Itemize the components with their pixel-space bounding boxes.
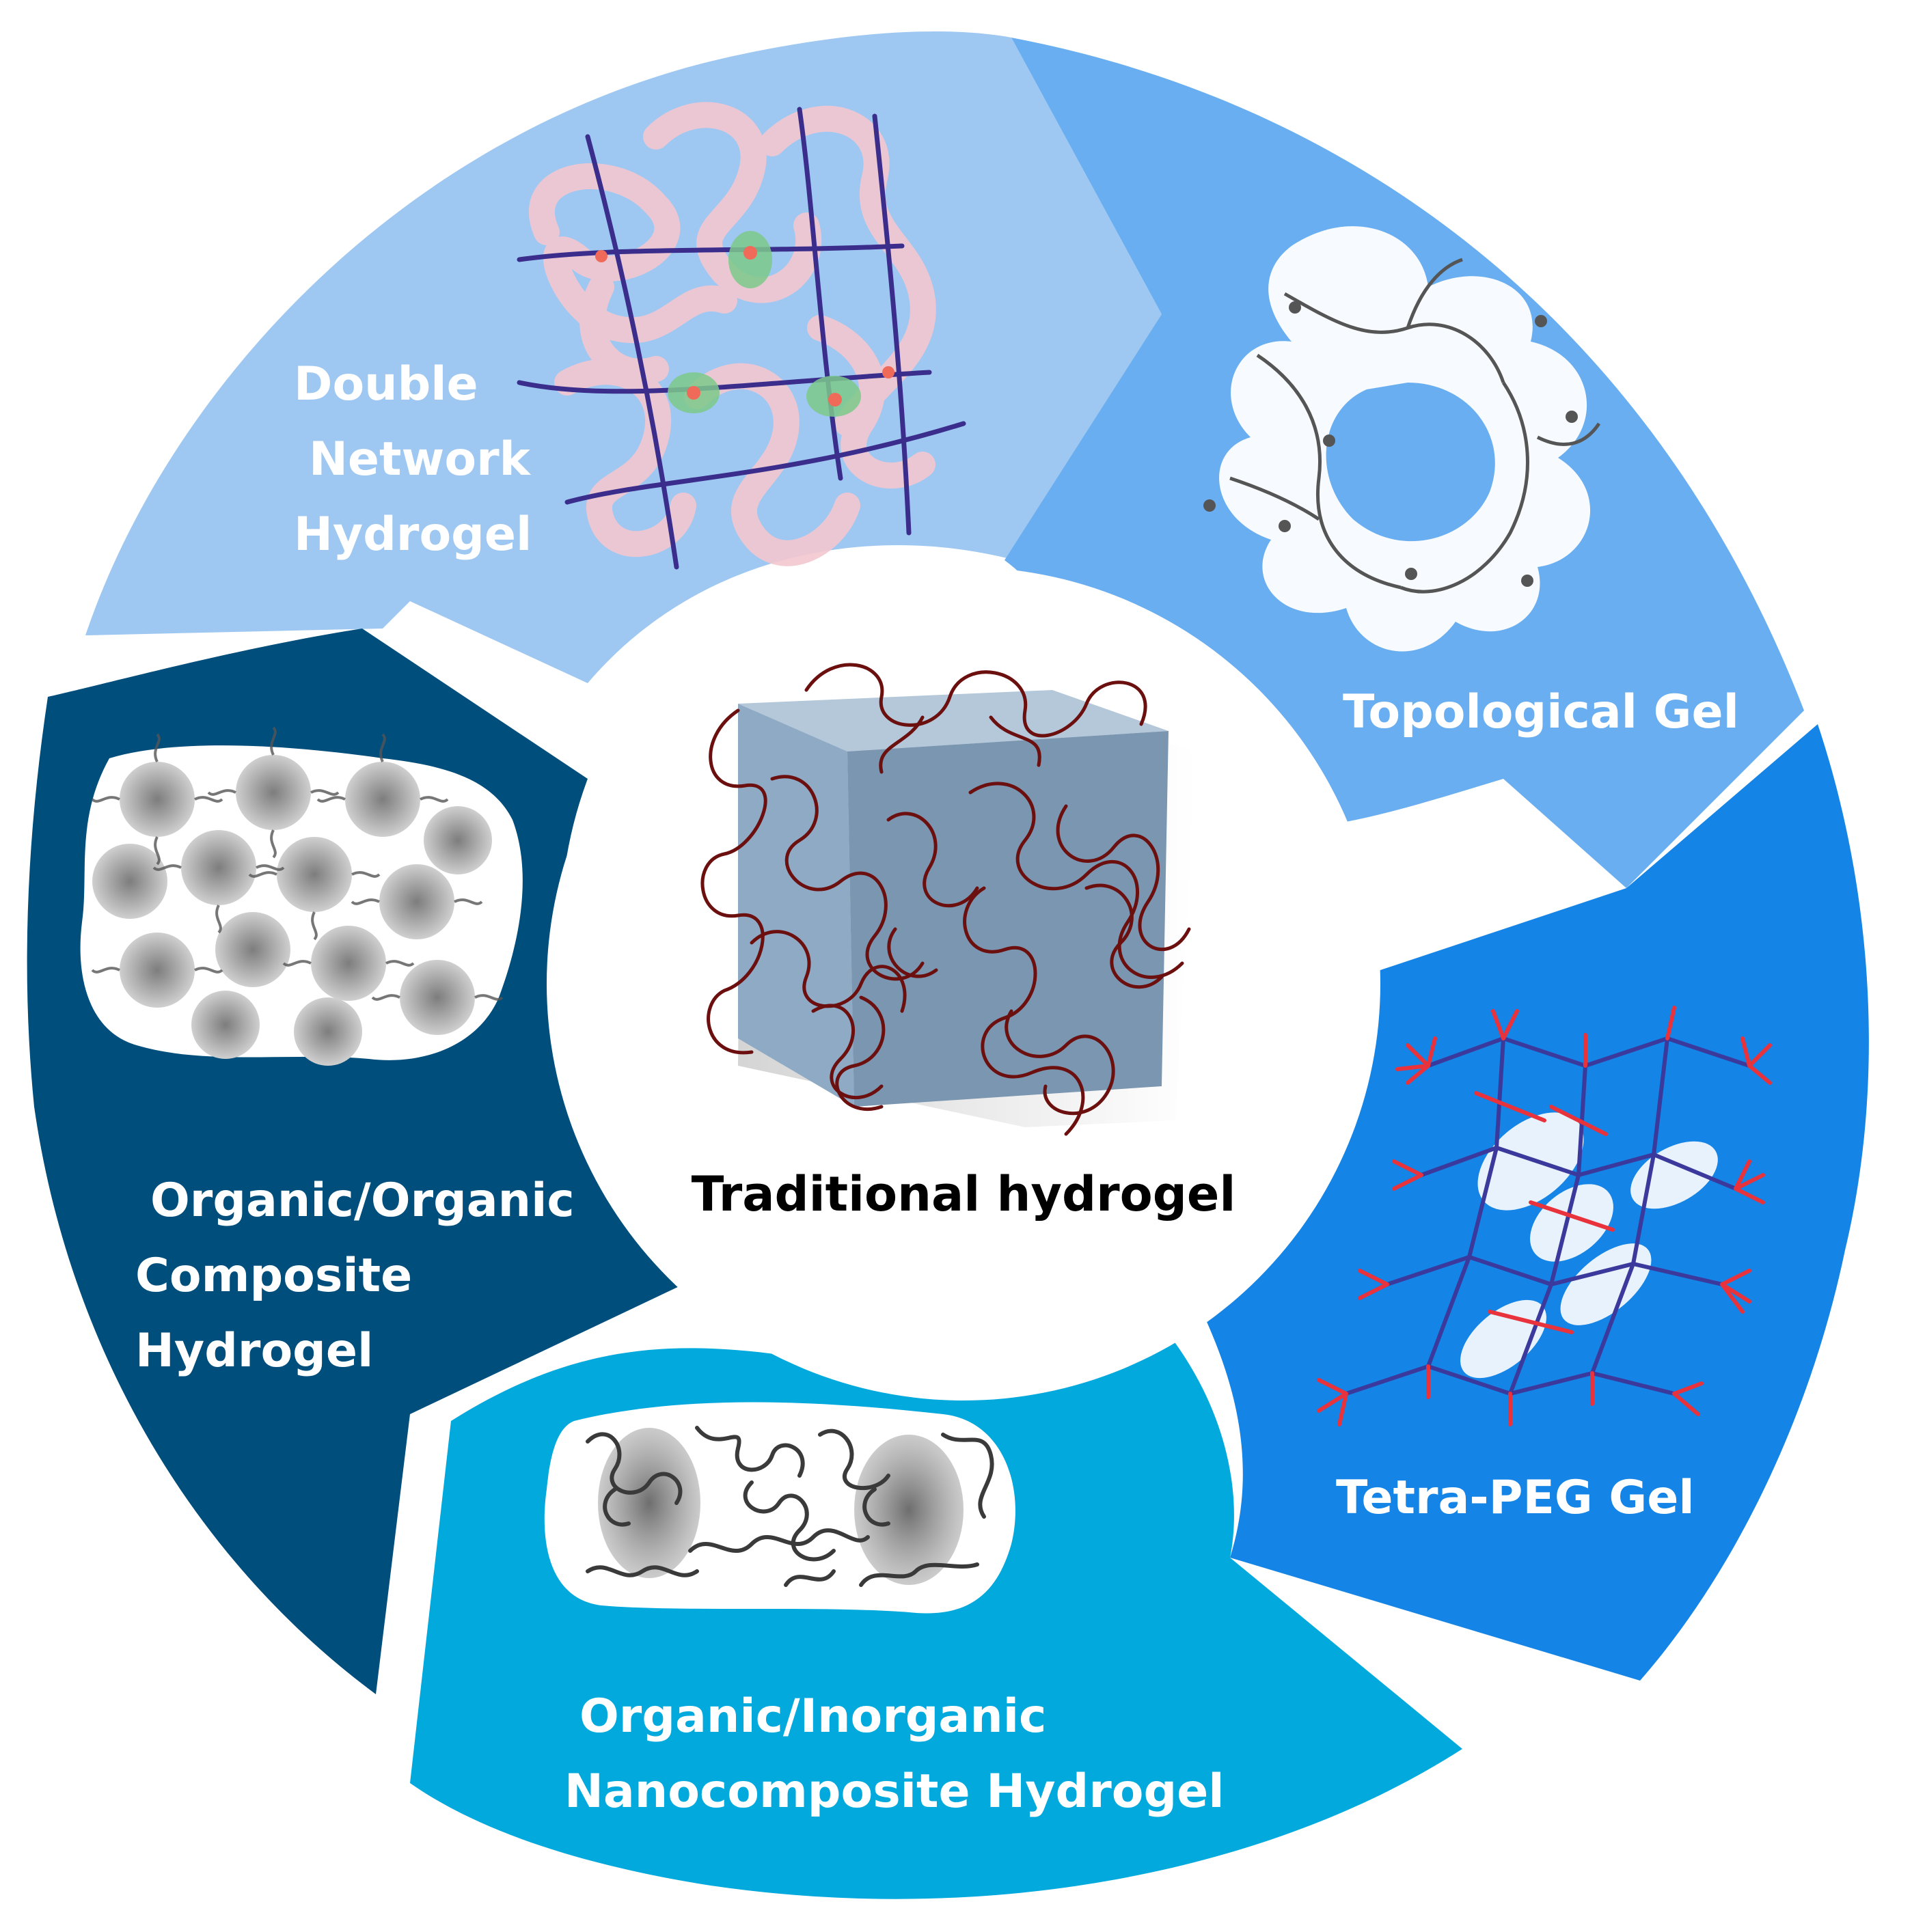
segment-double-network-label: Double Network Hydrogel (294, 357, 547, 562)
cube-side (847, 731, 1169, 1107)
center-label: Traditional hydrogel (692, 1166, 1236, 1222)
segment-organic-inorganic-label: Organic/Inorganic Nanocomposite Hydrogel (564, 1689, 1225, 1819)
segment-organic-organic-label: Organic/Organic Composite Hydrogel (135, 1174, 590, 1378)
topological-ring-illustration (1203, 226, 1601, 652)
hydrogel-cube (700, 663, 1196, 1136)
segment-organic-inorganic: Organic/Inorganic Nanocomposite Hydrogel (410, 1325, 1462, 1899)
segment-double-network: Double Network Hydrogel (85, 31, 1162, 683)
cube-front (738, 704, 854, 1107)
organic-organic-micelle-cluster (80, 726, 523, 1066)
segment-tetra-peg-label: Tetra-PEG Gel (1336, 1471, 1695, 1525)
cube-top (738, 690, 1169, 751)
segment-topological-label: Topological Gel (1343, 685, 1739, 739)
polymer-chains (700, 663, 1191, 1136)
organic-inorganic-illustration (544, 1402, 1015, 1614)
segment-organic-organic: Organic/Organic Composite Hydrogel (27, 629, 683, 1694)
segment-tetra-peg: Tetra-PEG Gel (1189, 724, 1869, 1681)
double-network-crosslinks (595, 231, 894, 417)
tetra-peg-network (1317, 1006, 1772, 1426)
center-traditional-hydrogel: Traditional hydrogel (547, 567, 1380, 1400)
